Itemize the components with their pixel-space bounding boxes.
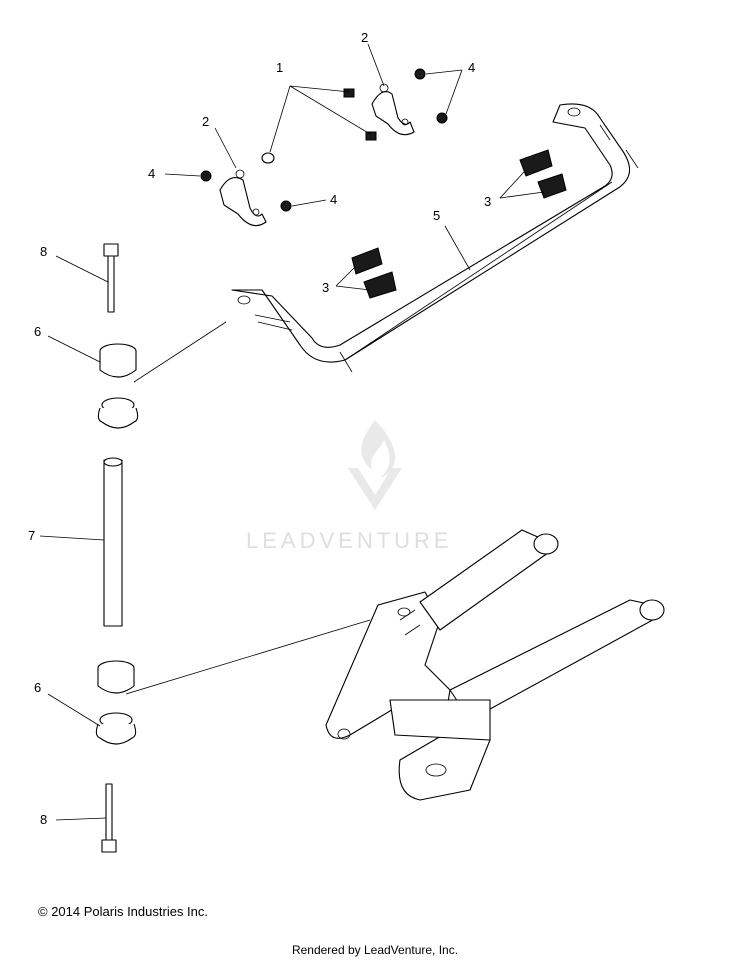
callout-3-left: 3 (322, 280, 329, 295)
callout-8-top: 8 (40, 244, 47, 259)
callout-5: 5 (433, 208, 440, 223)
callout-6-top: 6 (34, 324, 41, 339)
callout-8-bottom: 8 (40, 812, 47, 827)
nuts (200, 68, 448, 212)
callout-4-middle: 4 (330, 192, 337, 207)
watermark-logo (348, 420, 402, 510)
clamp-left (219, 169, 267, 227)
bolt-bottom (101, 783, 117, 853)
callout-2-right: 2 (361, 30, 368, 45)
trailing-arm-assembly (325, 529, 665, 801)
stabilizer-bar (231, 103, 639, 373)
bolts (261, 88, 377, 164)
callout-4-left: 4 (148, 166, 155, 181)
callout-4-right: 4 (468, 60, 475, 75)
bushings (95, 343, 139, 745)
callout-6-bottom: 6 (34, 680, 41, 695)
rendered-by-text: Rendered by LeadVenture, Inc. (291, 943, 459, 957)
callout-7: 7 (28, 528, 35, 543)
copyright-text: © 2014 Polaris Industries Inc. (38, 904, 208, 919)
link-rod (103, 457, 123, 627)
watermark-text: LEADVENTURE (246, 528, 453, 553)
bolt-top (103, 243, 119, 313)
callout-2-left: 2 (202, 114, 209, 129)
callout-1: 1 (276, 60, 283, 75)
leader-lines (39, 43, 545, 821)
callout-3-right: 3 (484, 194, 491, 209)
callout-labels: 1 2 2 4 4 4 3 5 3 8 6 7 6 8 (28, 30, 491, 827)
clamp-right (371, 83, 415, 136)
bar-bushings (351, 149, 567, 299)
